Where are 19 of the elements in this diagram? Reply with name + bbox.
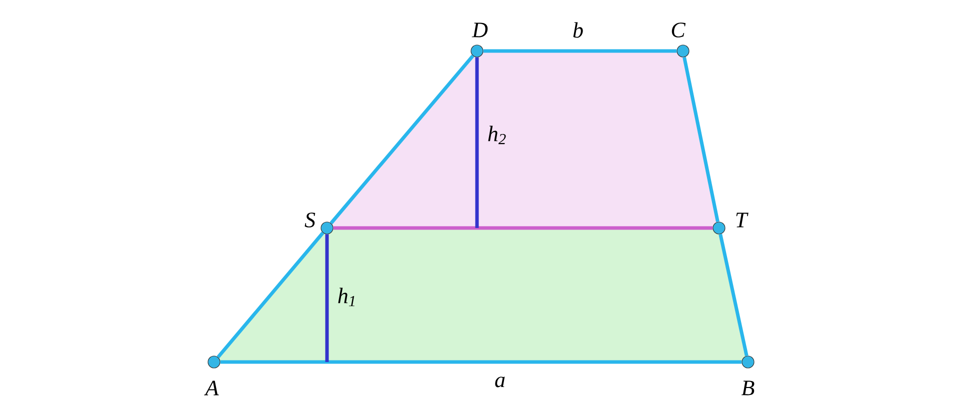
segment-label: h$_{2}$ xyxy=(488,126,506,144)
point-label: B xyxy=(742,380,754,396)
side-segment xyxy=(330,54,474,224)
side-segment xyxy=(216,232,324,358)
segment-label: h$_{1}$ xyxy=(338,288,354,306)
side-segment xyxy=(220,360,742,364)
side-segment xyxy=(682,56,720,222)
height-segment xyxy=(475,57,479,228)
segment-label: b xyxy=(573,22,583,38)
height-segment xyxy=(325,234,329,362)
side-segment xyxy=(483,49,677,53)
side-segment xyxy=(333,226,713,230)
point-label: T xyxy=(736,212,748,228)
point-label: D xyxy=(472,22,488,38)
point-label: S xyxy=(304,212,316,228)
segment-label: a xyxy=(495,376,505,388)
side-segment xyxy=(718,234,748,356)
point-label: A xyxy=(204,380,219,396)
point-label: C xyxy=(672,22,686,38)
